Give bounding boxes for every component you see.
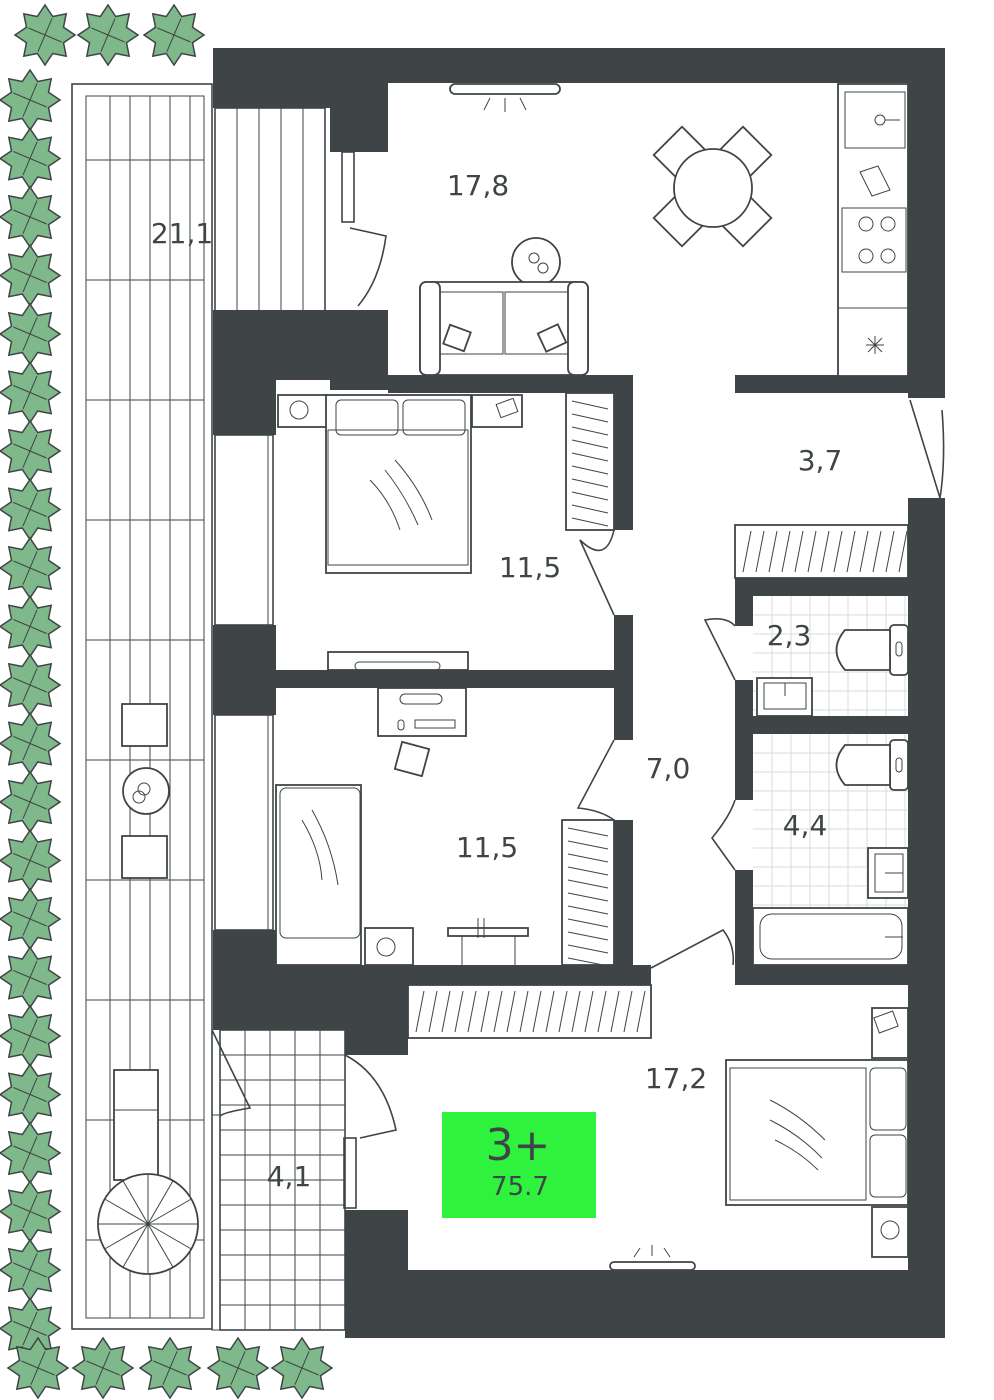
master-bedroom (344, 984, 909, 1271)
plant-icon (0, 244, 62, 307)
label-living: 17,8 (447, 169, 509, 202)
plant-icon (0, 478, 62, 541)
plant-icon (0, 1121, 62, 1185)
sink-icon (859, 165, 891, 197)
plant-icon (6, 1336, 70, 1400)
desk-icon (377, 687, 467, 778)
bedside-table-icon-2 (871, 1007, 909, 1059)
badge-background (442, 1112, 596, 1218)
plant-icon (0, 1238, 62, 1302)
room-labels: 17,8 21,1 11,5 11,5 3,7 7,0 2,3 4,4 17,2… (151, 169, 842, 1193)
badge-area: 75.7 (491, 1172, 549, 1202)
umbrella-icon (97, 1173, 199, 1275)
table-icon (652, 125, 773, 248)
balcony-tiles (220, 1030, 345, 1330)
walls (213, 48, 945, 1338)
small-table-icon (447, 918, 529, 965)
bed-icon-2 (725, 1059, 909, 1206)
wardrobe-icon (565, 392, 615, 531)
label-terrace: 21,1 (151, 217, 213, 250)
tv-stand-icon (327, 651, 469, 671)
stove-icon (841, 207, 907, 273)
bedroom-1 (277, 392, 615, 671)
hall-wardrobe (734, 399, 945, 579)
plant-icon (0, 185, 62, 249)
label-bathroom: 4,4 (783, 809, 828, 842)
plant-icon (0, 653, 62, 717)
deck-planks-top (236, 108, 304, 323)
lamp-icon (449, 83, 561, 112)
terrace (71, 83, 326, 1330)
plant-icon (0, 68, 62, 132)
balcony (211, 1029, 346, 1331)
plant-icon (0, 536, 62, 600)
plant-icon (0, 1063, 62, 1126)
label-corridor: 7,0 (646, 752, 691, 785)
plant-icon (0, 1004, 62, 1068)
plant-icon (0, 946, 62, 1009)
bedside-table-icon (471, 394, 523, 428)
terrace-table-icon (121, 703, 170, 879)
plant-icon (0, 712, 62, 775)
label-master-bedroom: 17,2 (645, 1062, 707, 1095)
bathtub-icon (752, 907, 909, 966)
sink-icon-wc (756, 677, 813, 717)
bed-icon (325, 394, 472, 574)
label-hall: 3,7 (798, 444, 843, 477)
plant-icon (13, 3, 77, 67)
toilet-icon (835, 624, 909, 676)
sofa-icon (419, 281, 589, 376)
fridge-icon (866, 336, 884, 354)
plant-icon (71, 1336, 135, 1400)
badge-rooms: 3+ (486, 1120, 551, 1171)
bedroom-2 (275, 687, 615, 967)
plant-icon (0, 770, 62, 834)
bathroom (710, 734, 909, 966)
plant-icon (76, 3, 140, 67)
plant-border (0, 3, 334, 1400)
wc (703, 596, 909, 717)
lamp-icon-2 (609, 1245, 696, 1271)
coffee-table-icon (511, 237, 561, 287)
label-balcony: 4,1 (267, 1160, 312, 1193)
plant-icon (0, 887, 62, 951)
windows (214, 151, 870, 1335)
plant-icon (0, 829, 62, 892)
label-wc: 2,3 (767, 619, 812, 652)
plant-icon (0, 127, 62, 190)
lounger-icon (113, 1069, 159, 1181)
fan-icon-3 (871, 1206, 909, 1258)
living-kitchen (349, 83, 909, 377)
single-bed-icon (275, 784, 362, 966)
apartment-badge: 3+ 75.7 (442, 1112, 596, 1218)
label-bedroom-2: 11,5 (456, 831, 518, 864)
plant-icon (0, 419, 62, 483)
kitchen-counter (837, 83, 909, 377)
fan-icon-2 (364, 927, 414, 966)
plant-icon (142, 3, 206, 67)
plant-icon (270, 1336, 334, 1400)
plant-icon (138, 1336, 202, 1400)
plant-icon (0, 361, 62, 424)
toilet-icon-2 (835, 739, 909, 791)
label-bedroom-1: 11,5 (499, 551, 561, 584)
plant-icon (0, 1180, 62, 1243)
plant-icon (206, 1336, 270, 1400)
sink-icon-bath (867, 847, 909, 899)
wardrobe-icon-2 (561, 819, 615, 967)
plant-icon (0, 302, 62, 366)
wardrobe-icon-3 (407, 984, 652, 1039)
plant-icon (0, 595, 62, 658)
fan-icon (277, 394, 329, 428)
